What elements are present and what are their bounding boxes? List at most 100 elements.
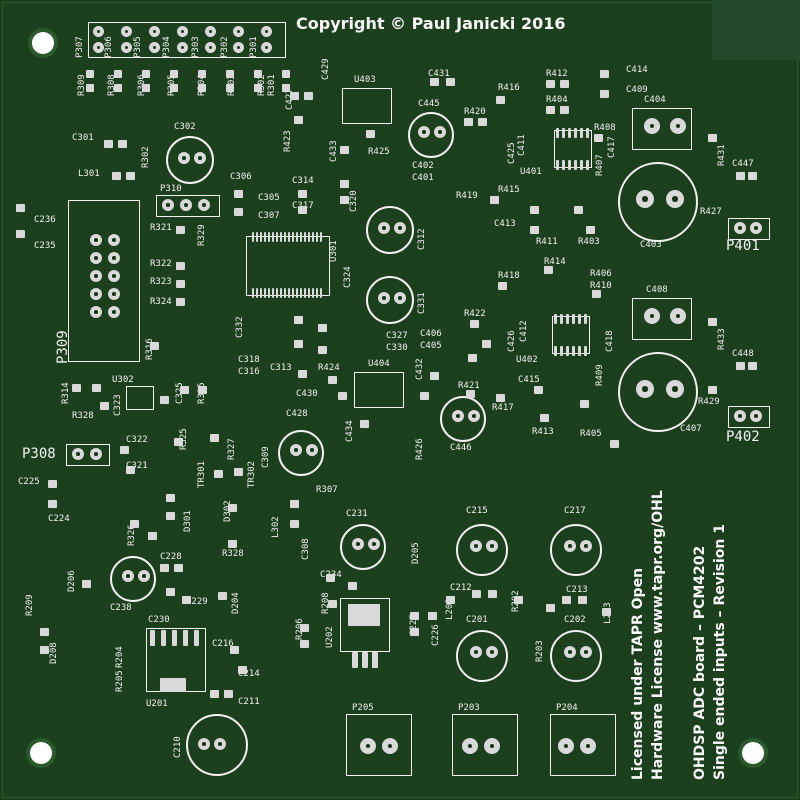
smd-pad (594, 134, 603, 142)
connector-pin (360, 738, 376, 754)
label-tr301: TR301 (197, 460, 207, 488)
smd-pad (166, 494, 175, 502)
smd-pad (40, 628, 49, 636)
label-r408: R408 (594, 123, 616, 133)
label-r405: R405 (580, 429, 602, 439)
smd-pad (478, 118, 487, 126)
header-pin (205, 42, 216, 53)
label-r426: R426 (415, 438, 425, 460)
connector-p309-outline (68, 200, 140, 362)
label-r328: R328 (72, 411, 94, 421)
cap-c202 (550, 630, 602, 682)
ic-pin (362, 652, 368, 668)
ic-pin (580, 128, 583, 138)
connector-pin (484, 738, 500, 754)
label-c409: C409 (626, 85, 648, 95)
smd-pad (470, 320, 479, 328)
label-c408: C408 (646, 285, 668, 295)
label-p302: P302 (220, 36, 230, 58)
ic-pin (556, 160, 559, 170)
ic-pin (268, 288, 270, 298)
smd-pad (446, 596, 455, 604)
cap-pin (670, 308, 686, 324)
smd-pad (410, 628, 419, 636)
ic-pin (316, 232, 318, 242)
cap-c217 (550, 524, 602, 576)
smd-pad (254, 84, 262, 92)
smd-pad (234, 208, 243, 216)
label-r431: R431 (717, 144, 727, 166)
smd-pad (170, 70, 178, 78)
label-c231: C231 (346, 509, 368, 519)
ic-pin (280, 232, 282, 242)
label-r412: R412 (546, 69, 568, 79)
smd-pad (410, 612, 419, 620)
cap-c215 (456, 524, 508, 576)
smd-pad (126, 172, 135, 180)
copper-pour-corner (712, 0, 800, 60)
smd-pad (214, 470, 223, 478)
ic-pin (264, 288, 266, 298)
smd-pad (294, 316, 303, 324)
header-pin (177, 26, 188, 37)
cap-pin (580, 540, 592, 552)
label-c214: C214 (238, 669, 260, 679)
ic-pin (296, 288, 298, 298)
smd-pad (348, 582, 357, 590)
ic-u403 (342, 88, 392, 124)
label-l302: L302 (271, 516, 281, 538)
label-c302: C302 (174, 122, 196, 132)
ic-pin (560, 346, 563, 356)
label-u404: U404 (368, 359, 390, 369)
smd-pad (602, 608, 611, 616)
smd-pad (574, 206, 583, 214)
smd-pad (580, 400, 589, 408)
label-p402: P402 (726, 429, 760, 445)
label-r209: R209 (25, 594, 35, 616)
ic-pin (300, 288, 302, 298)
connector-pin (90, 234, 102, 246)
label-c201: C201 (466, 615, 488, 625)
label-c330: C330 (386, 343, 408, 353)
label-c308: C308 (301, 538, 311, 560)
mounting-hole-top-left (32, 32, 54, 54)
smd-pad (428, 612, 437, 620)
header-pin (261, 42, 272, 53)
smd-pad (464, 118, 473, 126)
label-r301: R301 (267, 74, 277, 96)
label-c448: C448 (732, 349, 754, 359)
connector-pin (108, 234, 120, 246)
smd-pad (298, 370, 307, 378)
cap-pin (290, 444, 302, 456)
smd-pad (496, 96, 505, 104)
smd-pad (318, 346, 327, 354)
smd-pad (210, 434, 219, 442)
ic-pin (260, 288, 262, 298)
smd-pad (300, 624, 309, 632)
label-c228: C228 (160, 552, 182, 562)
label-r419: R419 (456, 191, 478, 201)
label-c211: C211 (238, 697, 260, 707)
smd-pad (86, 84, 94, 92)
smd-pad (748, 362, 757, 370)
label-p310: P310 (160, 184, 182, 194)
label-c332: C332 (235, 316, 245, 338)
smd-pad (294, 340, 303, 348)
label-u301: U301 (329, 240, 339, 262)
connector-pin (90, 252, 102, 264)
smd-pad (328, 600, 337, 608)
cap-pin (564, 646, 576, 658)
part-c408 (632, 298, 692, 340)
header-pin (149, 42, 160, 53)
mounting-hole-bottom-left (30, 742, 52, 764)
smd-pad (198, 70, 206, 78)
label-c313: C313 (270, 363, 292, 373)
ic-pin (304, 232, 306, 242)
ic-pin (161, 630, 166, 646)
label-c322: C322 (126, 435, 148, 445)
ic-pin (312, 232, 314, 242)
header-pin (233, 26, 244, 37)
cap-pin (468, 410, 480, 422)
label-p204: P204 (556, 703, 578, 713)
label-d204: D204 (231, 592, 241, 614)
